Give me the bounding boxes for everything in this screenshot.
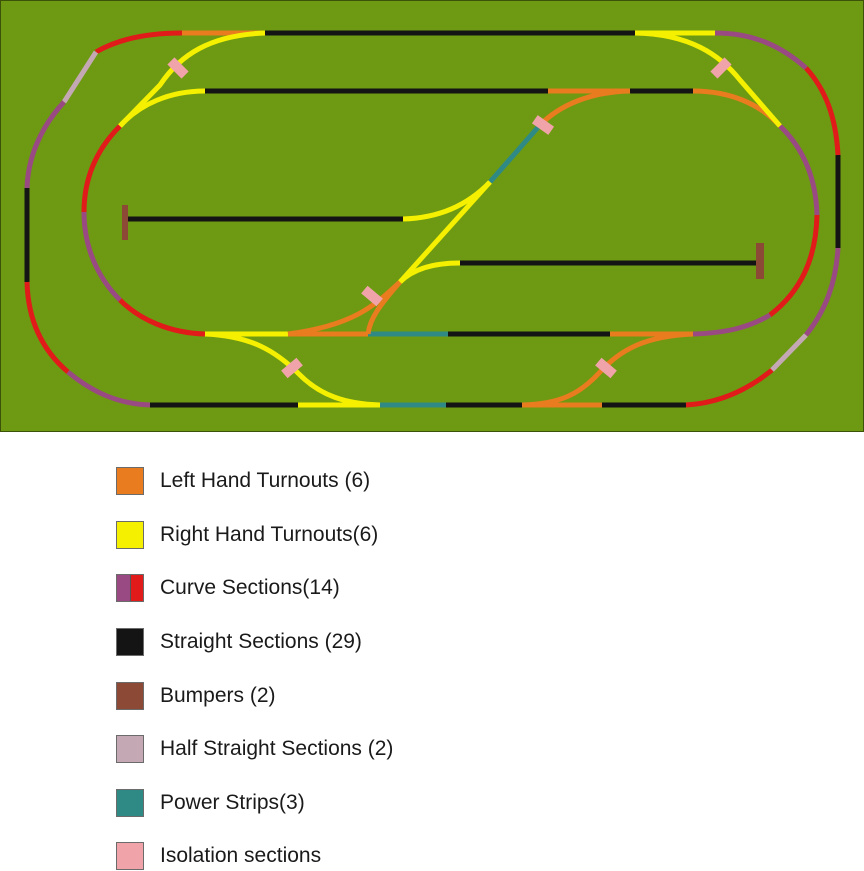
legend-item-isolation: Isolation sections — [116, 841, 321, 871]
isolation-bottom-left — [281, 357, 303, 379]
inner-curve-left-purple — [81, 211, 122, 302]
legend-swatch — [116, 521, 144, 549]
outer-curve-top-right-purple — [714, 30, 808, 70]
legend-swatch — [116, 735, 144, 763]
legend-swatch-color — [117, 629, 143, 655]
legend-swatch-color — [117, 522, 143, 548]
isolation-top-left — [167, 57, 189, 79]
track-layout-board — [0, 0, 864, 432]
crossover-bottom-left — [204, 331, 381, 408]
diagonal-power-strip — [488, 123, 542, 184]
legend-label: Bumpers (2) — [160, 684, 276, 707]
legend-item-half-straight: Half Straight Sections (2) — [116, 734, 393, 764]
diagonal-middle — [398, 180, 492, 284]
legend-item-bumpers: Bumpers (2) — [116, 681, 276, 711]
inner-curve-right-purple-lower — [692, 312, 772, 337]
outer-curve-bottom-right-red — [685, 368, 774, 408]
siding-lower-turnout — [398, 260, 461, 284]
legend-swatch — [116, 628, 144, 656]
legend-swatch-color — [129, 575, 143, 601]
inner-curve-bottom-left-red — [118, 298, 206, 337]
legend-swatch-color — [117, 468, 143, 494]
isolation-diagonal-upper — [531, 115, 555, 135]
legend-label: Straight Sections (29) — [160, 630, 362, 653]
diagonal-lower-curve — [287, 280, 402, 337]
isolation-top-right — [710, 57, 732, 79]
outer-curve-bottom-left-purple — [66, 370, 151, 408]
legend-label: Right Hand Turnouts(6) — [160, 523, 379, 546]
legend-item-straight-sections: Straight Sections (29) — [116, 627, 362, 657]
legend-swatch — [116, 842, 144, 870]
half-straight-top-left — [61, 50, 99, 104]
outer-curve-bottom-left-red — [24, 281, 70, 374]
legend-item-curve-sections: Curve Sections(14) — [116, 573, 340, 603]
legend-swatch — [116, 789, 144, 817]
legend-label: Curve Sections(14) — [160, 576, 340, 599]
legend-swatch — [116, 467, 144, 495]
legend-item-power-strips: Power Strips(3) — [116, 788, 305, 818]
outer-curve-right-purple-lower — [804, 247, 841, 337]
crossover-bottom-right — [521, 331, 694, 408]
crossover-top-right — [634, 30, 782, 128]
legend-swatch-color — [117, 683, 143, 709]
inner-curve-right-purple — [778, 124, 820, 216]
outer-curve-left-purple — [24, 100, 66, 189]
legend-swatch-color — [117, 736, 143, 762]
legend-swatch-color — [117, 575, 130, 601]
legend-label: Isolation sections — [160, 844, 322, 867]
legend-swatch — [116, 574, 144, 602]
isolation-diagonal-lower — [361, 285, 383, 307]
legend-label: Left Hand Turnouts (6) — [160, 469, 371, 492]
bumper-right — [756, 243, 764, 279]
half-straight-bottom-right — [770, 333, 808, 372]
outer-curve-top-left-red — [94, 30, 183, 55]
isolation-bottom-right — [595, 357, 617, 379]
bumper-left — [122, 205, 128, 240]
inner-curve-right-red — [768, 214, 820, 317]
inner-curve-left-red — [81, 124, 122, 213]
diagonal-upper-turnout — [538, 88, 631, 127]
siding-upper-turnout — [402, 180, 492, 222]
legend-label: Half Straight Sections (2) — [160, 737, 394, 760]
legend-swatch-color — [117, 790, 143, 816]
crossover-top-left — [118, 30, 266, 128]
legend-swatch-color — [117, 843, 143, 869]
outer-curve-right-red-upper — [804, 66, 841, 156]
legend-item-left-turnouts: Left Hand Turnouts (6) — [116, 466, 370, 496]
legend-swatch — [116, 682, 144, 710]
legend-item-right-turnouts: Right Hand Turnouts(6) — [116, 520, 378, 550]
legend-label: Power Strips(3) — [160, 791, 305, 814]
